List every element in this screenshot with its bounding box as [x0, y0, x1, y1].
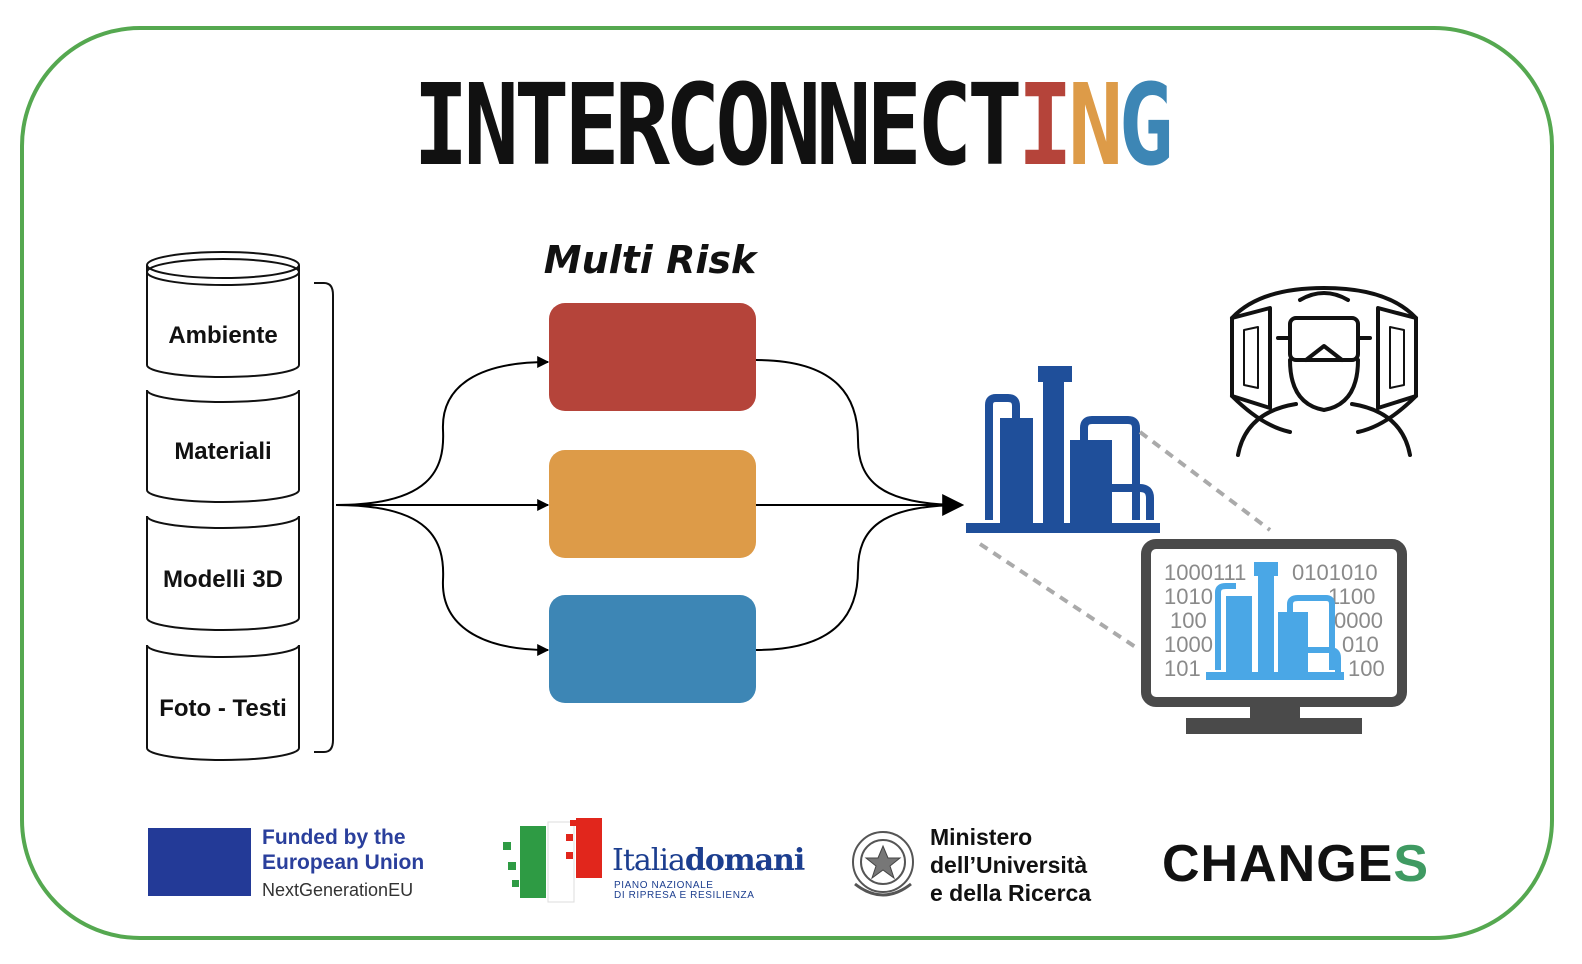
risk-box-blue	[549, 595, 756, 703]
title-letter-g: G	[1118, 61, 1173, 191]
source-label-modelli: Modelli 3D	[162, 566, 283, 593]
italiadomani-sub2: DI RIPRESA E RESILIENZA	[614, 890, 755, 901]
italiadomani-bold: domani	[684, 843, 805, 878]
eu-line3: NextGenerationEU	[262, 880, 414, 900]
output-arrows	[755, 359, 965, 651]
italiadomani-sub1: PIANO NAZIONALE	[614, 880, 714, 891]
mur-line2: dell’Università	[930, 852, 1088, 878]
title-letter-i: I	[1017, 61, 1073, 191]
risk-box-red	[549, 303, 756, 411]
mur-text: Ministero dell’Università e della Ricerc…	[930, 823, 1091, 907]
code-left-3: 100	[1170, 608, 1207, 633]
title-letter-n: N	[1068, 61, 1123, 191]
cylinder-materiali-icon	[146, 389, 300, 503]
changes-logo: CHANGES	[1162, 838, 1429, 890]
eu-line1: Funded by the	[262, 826, 406, 849]
cylinder-ambiente-icon	[146, 251, 300, 378]
source-label-foto: Foto - Testi	[159, 695, 287, 722]
code-left-2: 1010	[1164, 584, 1213, 609]
data-source-stack	[146, 251, 334, 761]
cylinder-foto-icon	[146, 644, 300, 761]
monitor-factory-icon	[1206, 562, 1344, 680]
mur-line3: e della Ricerca	[930, 880, 1092, 906]
code-left-5: 101	[1164, 656, 1201, 681]
risk-box-orange	[549, 450, 756, 558]
eu-flag-icon	[148, 828, 251, 896]
bracket	[314, 282, 334, 753]
italiadomani-logo-icon	[503, 818, 602, 903]
code-right-5: 100	[1348, 656, 1385, 681]
code-left-1: 1000111	[1164, 560, 1246, 585]
mur-emblem-icon	[852, 831, 914, 897]
multi-risk-label: Multi Risk	[543, 238, 757, 282]
italiadomani-name: Italiadomani	[612, 843, 805, 878]
title-main: INTERCONNECT	[413, 61, 1022, 191]
page-title: INTERCONNECTING	[142, 70, 1439, 182]
outer-frame	[20, 26, 1554, 940]
changes-text: CHANGE	[1162, 835, 1394, 893]
code-left-4: 1000	[1164, 632, 1213, 657]
zoom-lines	[978, 430, 1272, 652]
factory-icon	[966, 366, 1160, 533]
changes-last-letter: S	[1393, 835, 1430, 893]
code-right-1: 0101010	[1292, 560, 1378, 585]
mur-line1: Ministero	[930, 824, 1033, 850]
input-arrows	[335, 356, 550, 656]
code-right-3: 0000	[1334, 608, 1383, 633]
monitor-code: 1000111 1010 100 1000 101 0101010 1100 0…	[1164, 560, 1385, 681]
cylinder-modelli-icon	[146, 515, 300, 631]
code-right-2: 1100	[1328, 584, 1375, 609]
source-label-ambiente: Ambiente	[168, 322, 278, 349]
digital-twin-monitor-icon: 1000111 1010 100 1000 101 0101010 1100 0…	[1141, 539, 1407, 734]
eu-line2: European Union	[262, 851, 425, 874]
source-label-materiali: Materiali	[174, 438, 272, 465]
code-right-4: 010	[1342, 632, 1379, 657]
italiadomani-regular: Italia	[612, 843, 686, 878]
vr-headset-icon	[1230, 286, 1418, 457]
